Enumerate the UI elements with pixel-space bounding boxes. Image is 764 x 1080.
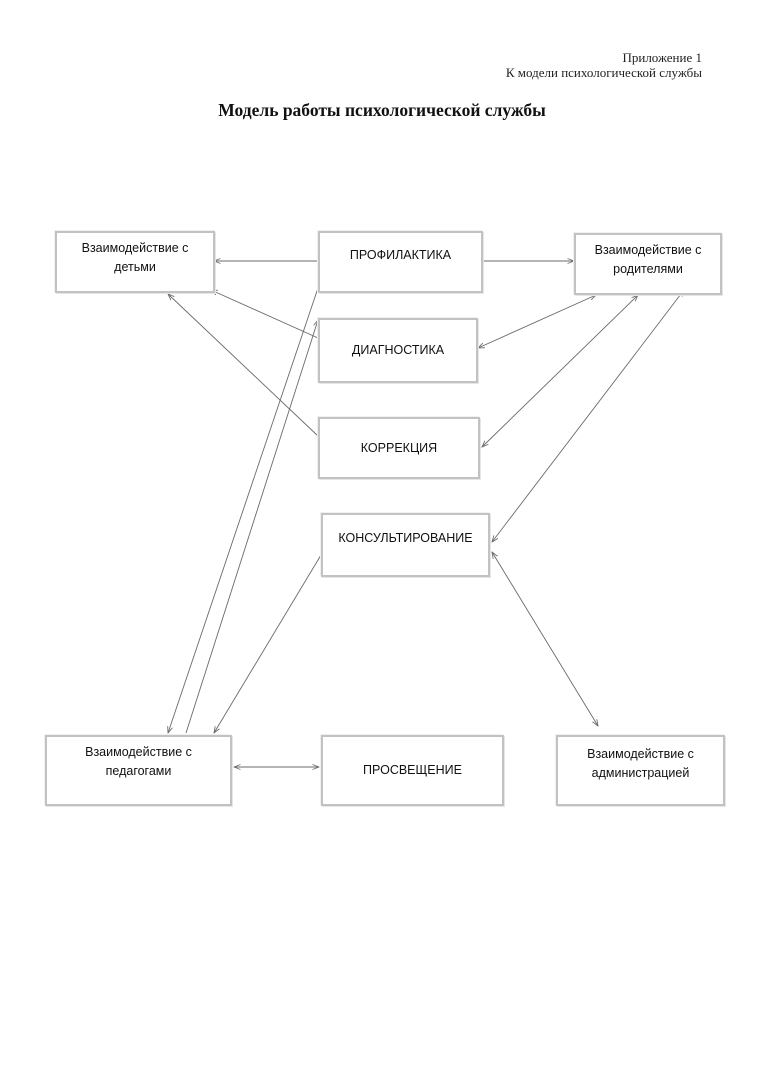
appendix-note: Приложение 1 К модели психологической сл… <box>506 50 702 80</box>
node-administration: Взаимодействие с администрацией <box>556 735 725 806</box>
node-children-line1: Взаимодействие с <box>81 241 189 255</box>
node-education: ПРОСВЕЩЕНИЕ <box>321 735 504 806</box>
node-parents-line1: Взаимодействие с <box>594 243 702 257</box>
node-consulting: КОНСУЛЬТИРОВАНИЕ <box>321 513 490 577</box>
node-parents: Взаимодействие с родителями <box>574 233 722 295</box>
node-parents-line2: родителями <box>613 262 683 276</box>
node-prevention: ПРОФИЛАКТИКА <box>318 231 483 293</box>
page-title: Модель работы психологической службы <box>218 100 546 120</box>
arrow-prevention-to-teachers <box>168 287 319 733</box>
arrow-consulting-to-teachers <box>214 554 322 733</box>
arrow-correction-parents <box>482 295 638 447</box>
arrow-diagnostics-to-children <box>211 290 319 339</box>
node-prevention-label: ПРОФИЛАКТИКА <box>349 248 452 262</box>
arrow-consulting-administration <box>492 552 598 726</box>
arrow-teachers-to-diagnostics <box>185 320 318 734</box>
node-teachers: Взаимодействие с педагогами <box>45 735 232 806</box>
node-administration-line1: Взаимодействие с <box>587 747 694 761</box>
arrow-diagnostics-parents <box>478 295 596 348</box>
node-children: Взаимодействие с детьми <box>55 231 215 293</box>
node-children-line2: детьми <box>114 260 156 274</box>
node-correction: КОРРЕКЦИЯ <box>318 417 480 479</box>
node-administration-line2: администрацией <box>591 766 690 780</box>
node-teachers-line2: педагогами <box>105 764 172 778</box>
node-correction-label: КОРРЕКЦИЯ <box>360 440 438 455</box>
node-diagnostics-label: ДИАГНОСТИКА <box>351 343 445 357</box>
node-teachers-line1: Взаимодействие с <box>85 745 192 759</box>
arrow-correction-to-children <box>168 294 319 437</box>
appendix-line-1: Приложение 1 <box>622 50 702 65</box>
node-consulting-label: КОНСУЛЬТИРОВАНИЕ <box>338 531 473 545</box>
node-education-label: ПРОСВЕЩЕНИЕ <box>363 763 462 777</box>
node-diagnostics: ДИАГНОСТИКА <box>318 318 478 383</box>
arrow-consulting-parents <box>492 290 684 542</box>
appendix-line-2: К модели психологической службы <box>505 65 702 80</box>
